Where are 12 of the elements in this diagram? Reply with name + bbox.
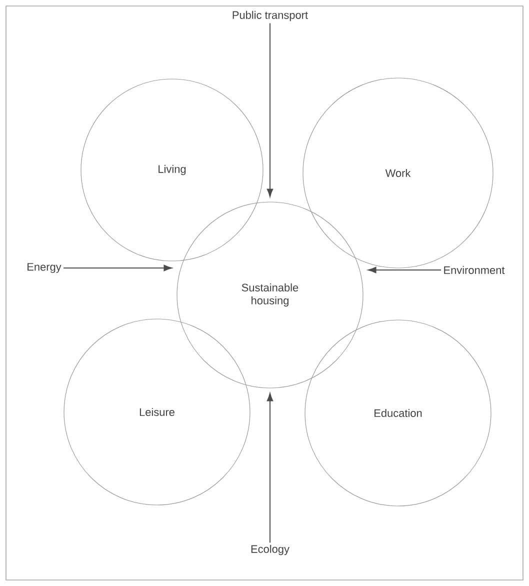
factor-label: Public transport (232, 10, 308, 22)
arrow (63, 264, 172, 272)
factor-label: Ecology (251, 544, 290, 556)
arrow (266, 22, 274, 197)
circle-node: Living (80, 78, 264, 262)
arrow (266, 392, 274, 544)
circle-node: Education (304, 320, 492, 506)
factor-label: Environment (444, 266, 505, 274)
circle-node: Sustainable housing (176, 202, 364, 388)
circle-node: Leisure (64, 318, 250, 506)
arrow (368, 266, 442, 274)
factor-label: Energy (28, 263, 62, 273)
